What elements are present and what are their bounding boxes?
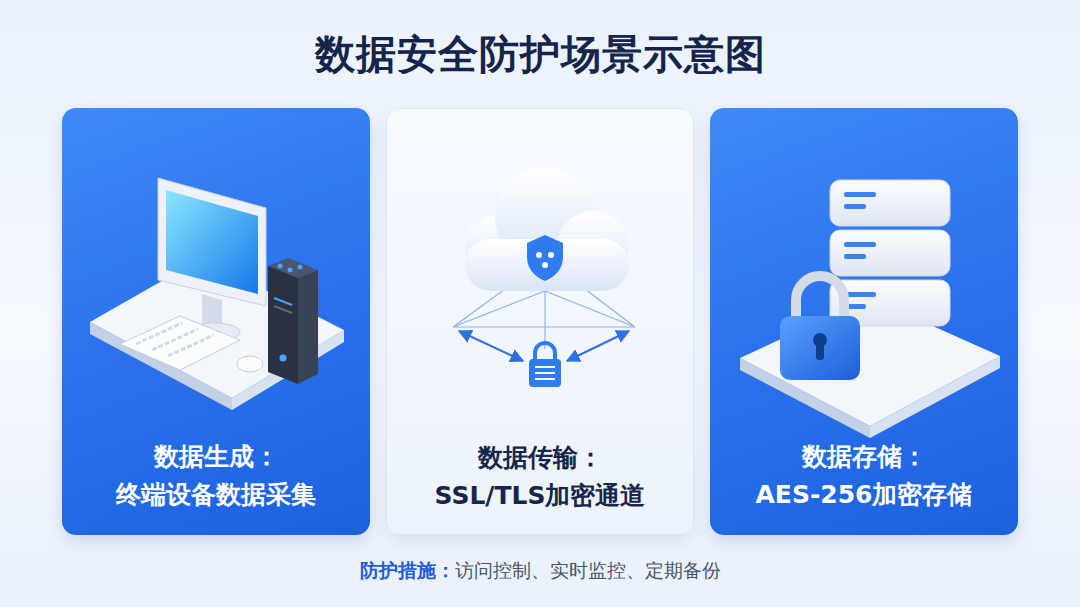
panel-heading: 数据生成：	[154, 441, 279, 474]
diagram-title: 数据安全防护场景示意图	[315, 30, 766, 78]
scene-panel: 数据存储： AES-256加密存储	[710, 108, 1018, 535]
panel-body: AES-256加密存储	[756, 479, 973, 512]
measures-text: 访问控制、实时监控、定期备份	[455, 558, 721, 583]
scene-panel: 数据生成： 终端设备数据采集	[62, 108, 370, 535]
footer-row: 防护措施：访问控制、实时监控、定期备份	[0, 558, 1080, 583]
panel-text-group: 数据生成： 终端设备数据采集	[62, 441, 370, 516]
panel-text-group: 数据传输： SSL/TLS加密通道	[387, 442, 693, 517]
measures-heading: 防护措施：	[360, 558, 455, 583]
panel-body: SSL/TLS加密通道	[435, 480, 646, 513]
panel-text-group: 数据存储： AES-256加密存储	[710, 441, 1018, 516]
title-wrap: 数据安全防护场景示意图	[0, 30, 1080, 78]
panel-heading: 数据传输：	[478, 442, 603, 475]
panel-heading: 数据存储：	[802, 441, 927, 474]
scene-panel: 数据传输： SSL/TLS加密通道	[386, 108, 694, 535]
panel-body: 终端设备数据采集	[116, 479, 316, 512]
